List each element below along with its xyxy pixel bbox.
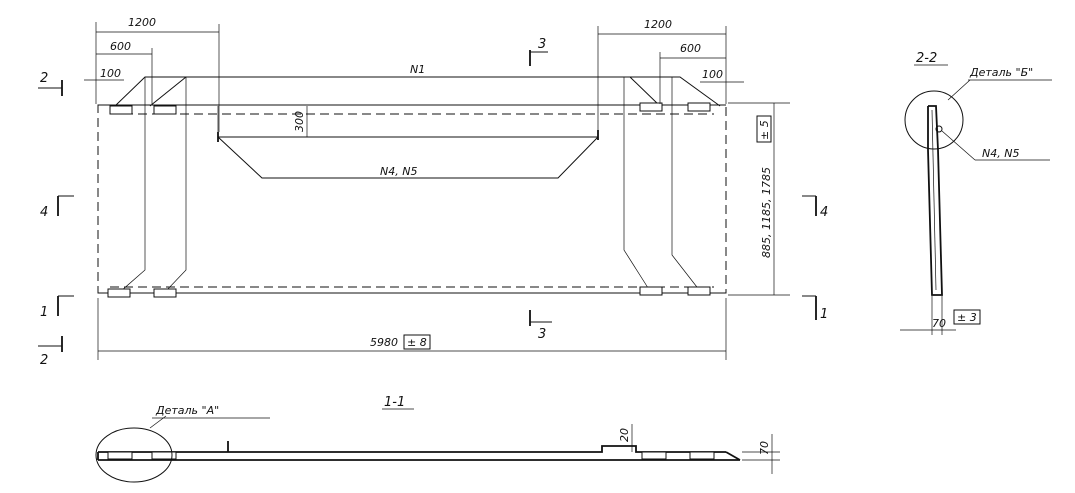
loop-bottom-4 bbox=[687, 286, 711, 296]
section22-embed-point bbox=[935, 125, 943, 133]
section11-loop-4 bbox=[689, 451, 715, 460]
cut1-left-label: 1 bbox=[40, 305, 48, 320]
link-left-inner bbox=[165, 77, 187, 292]
section-1-1: 1-1 Деталь "А" 20 70 bbox=[95, 395, 780, 483]
dim-right-600: 600 bbox=[680, 42, 701, 55]
tol-length-box bbox=[403, 334, 431, 350]
cut4-left-label: 4 bbox=[40, 205, 48, 220]
dim-left-100: 100 bbox=[100, 67, 121, 80]
cut3-top-label: 3 bbox=[538, 37, 546, 52]
tol-length: ± 8 bbox=[407, 336, 427, 349]
section11-loop-2 bbox=[151, 451, 177, 460]
section11-title: 1-1 bbox=[384, 395, 405, 410]
loop-bottom-2 bbox=[153, 288, 177, 298]
section11-loop-1 bbox=[107, 451, 133, 460]
mark-n1: N1 bbox=[410, 63, 425, 76]
section-2-2: 2-2 Деталь "Б" N4, N5 70 ± 3 bbox=[900, 51, 1052, 335]
section22-mark-n4n5: N4, N5 bbox=[982, 147, 1019, 160]
detail-b-leader bbox=[947, 79, 971, 101]
detail-b-circle bbox=[904, 90, 964, 150]
dim-left-600: 600 bbox=[110, 40, 131, 53]
section22-panel bbox=[927, 105, 943, 296]
dim-70: 70 bbox=[758, 441, 771, 455]
section22-tol-70: ± 3 bbox=[957, 311, 977, 324]
link-left-outer bbox=[120, 77, 146, 292]
section11-slab-right bbox=[725, 451, 741, 461]
section11-loop-3 bbox=[641, 451, 667, 460]
detail-a-label: Деталь "А" bbox=[155, 404, 219, 417]
section22-title: 2-2 bbox=[916, 51, 937, 66]
detail-a-circle bbox=[95, 427, 173, 483]
section22-n4n5-leader bbox=[941, 130, 976, 161]
loop-top-2 bbox=[153, 105, 177, 115]
loop-top-1 bbox=[109, 105, 133, 115]
loop-bottom-1 bbox=[107, 288, 131, 298]
dim-right-100: 100 bbox=[702, 68, 723, 81]
tol-height: ± 5 bbox=[758, 120, 771, 140]
detail-b-label: Деталь "Б" bbox=[969, 66, 1033, 79]
section22-dim-70: 70 bbox=[932, 317, 946, 330]
cut3-bottom-label: 3 bbox=[538, 327, 546, 342]
dim-300: 300 bbox=[293, 111, 306, 132]
tol-height-box bbox=[756, 115, 772, 143]
mark-n4n5: N4, N5 bbox=[380, 165, 417, 178]
link-right-inner bbox=[623, 77, 651, 292]
dim-length: 5980 bbox=[370, 336, 398, 349]
sling-n1 bbox=[114, 76, 721, 107]
section-markers: 2 4 1 2 4 1 3 3 bbox=[38, 37, 828, 368]
dim-height: 885, 1185, 1785 bbox=[760, 167, 773, 258]
loop-top-3 bbox=[639, 102, 663, 112]
sling-n1-left-inner bbox=[149, 76, 187, 107]
plan-view: N4, N5 300 1200 600 100 1200 600 100 N1 … bbox=[84, 16, 790, 360]
dim-right-1200: 1200 bbox=[644, 18, 672, 31]
dim-left-1200: 1200 bbox=[128, 16, 156, 29]
dim-20: 20 bbox=[618, 428, 631, 442]
cut4-right-label: 4 bbox=[820, 205, 828, 220]
loop-bottom-3 bbox=[639, 286, 663, 296]
cut2-bottom-label: 2 bbox=[40, 353, 48, 368]
cut2-top-label: 2 bbox=[40, 71, 48, 86]
leader-n4n5 bbox=[217, 136, 599, 179]
cut1-right-label: 1 bbox=[820, 307, 828, 322]
section22-tol-box bbox=[953, 309, 981, 325]
loop-top-4 bbox=[687, 102, 711, 112]
sling-n1-right-inner bbox=[629, 76, 661, 107]
section22-panel-inner bbox=[931, 109, 937, 291]
link-right-outer bbox=[671, 77, 701, 292]
panel-outline bbox=[97, 104, 727, 294]
